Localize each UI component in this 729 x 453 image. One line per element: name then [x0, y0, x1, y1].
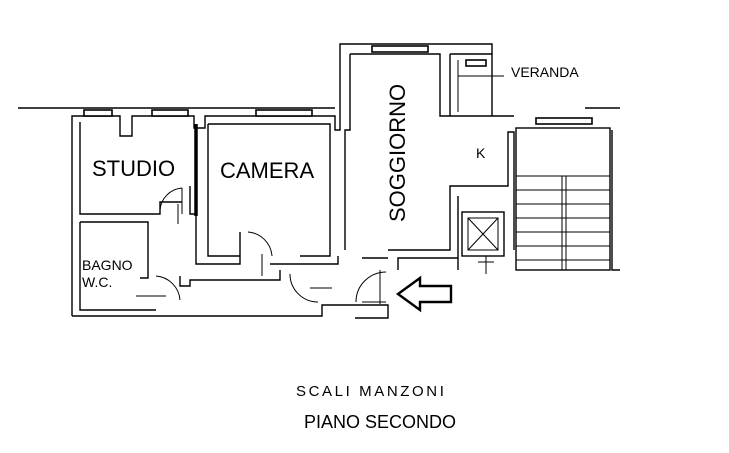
- outer-building-line: [18, 107, 620, 271]
- room-label-kitchen: K: [476, 145, 486, 161]
- windows: [83, 45, 593, 125]
- door-swings: [136, 187, 387, 304]
- room-label-wc: W.C.: [82, 274, 112, 290]
- room-label-camera: CAMERA: [220, 158, 314, 183]
- elevator-icon: [461, 211, 505, 274]
- caption-floor: PIANO SECONDO: [304, 412, 456, 432]
- stairs-icon: [515, 127, 611, 271]
- room-label-soggiorno: SOGGIORNO: [385, 84, 410, 222]
- arrow-left-icon: [395, 275, 453, 313]
- apartment-walls: [71, 43, 515, 319]
- room-label-studio: STUDIO: [92, 156, 175, 181]
- room-label-bagno: BAGNO: [82, 257, 133, 273]
- room-label-veranda: VERANDA: [511, 64, 579, 80]
- caption-location: SCALI MANZONI: [296, 383, 446, 400]
